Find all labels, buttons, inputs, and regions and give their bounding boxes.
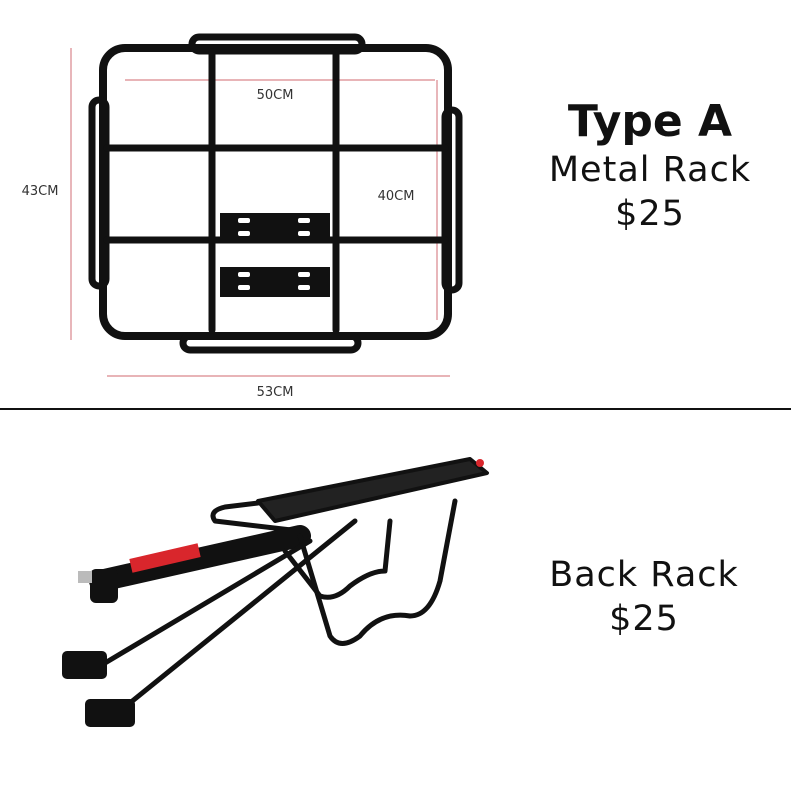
- back-rack-label: Back Rack $25: [520, 553, 768, 641]
- metal-rack-panel: 50CM 43CM 40CM 53CM Type A Metal Rack $2…: [22, 33, 780, 400]
- dimension-outer-width: 53CM: [257, 385, 294, 400]
- dimension-inner-height: 40CM: [378, 189, 415, 204]
- type-title: Type A: [567, 96, 733, 147]
- divider: [0, 408, 791, 410]
- product-price: $25: [609, 599, 679, 639]
- dimension-outer-height: 43CM: [22, 184, 59, 199]
- product-price: $25: [615, 194, 685, 234]
- metal-rack-image: 50CM 43CM 40CM 53CM: [22, 33, 463, 400]
- back-rack-panel: Back Rack $25: [0, 411, 791, 791]
- dimension-inner-width: 50CM: [257, 88, 294, 103]
- back-rack-image: [62, 457, 489, 727]
- product-name: Back Rack: [549, 555, 739, 595]
- product-name: Metal Rack: [548, 150, 752, 190]
- metal-rack-label: Type A Metal Rack $25: [520, 96, 780, 236]
